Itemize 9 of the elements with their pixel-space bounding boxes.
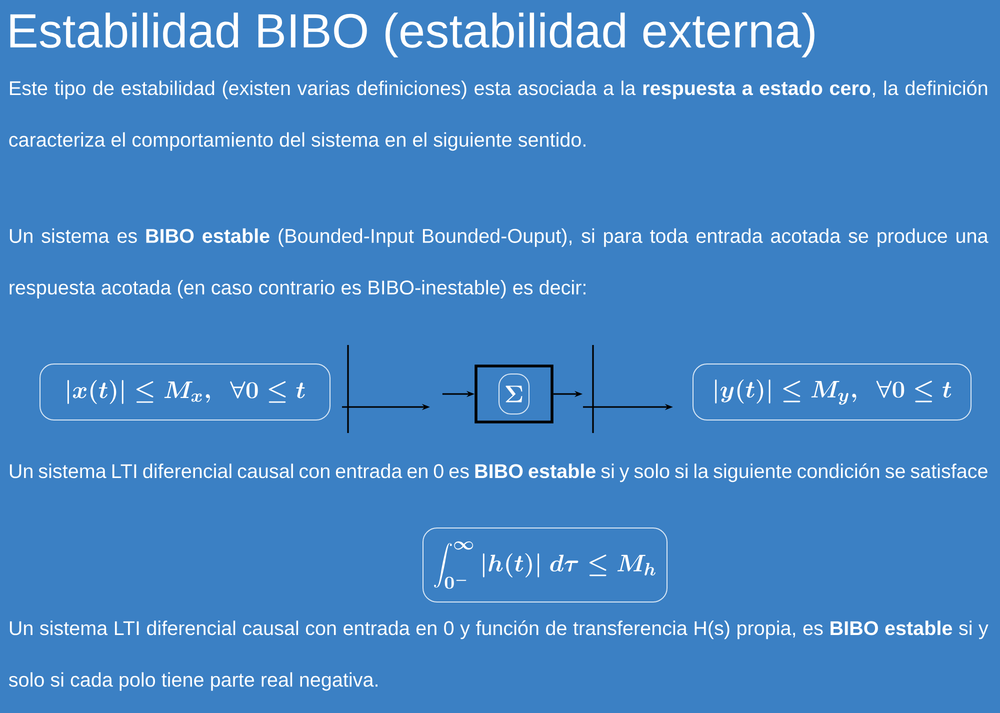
paragraph: Un sistema LTI diferencial causal con entrada en 0 y función de transferencia H(s) propia, es BIBO estable si y solo si cada polo tiene parte real negativa. xyxy=(8,620,988,691)
summing-block: $\Sigma$ xyxy=(474,364,554,424)
title: Estabilidad BIBO (estabilidad externa) xyxy=(10,12,814,58)
formula-box: $\int_{0^-}^{\infty} |h(t)|\ d\tau \leq M_h$ xyxy=(422,528,668,602)
formula-box: $|x(t)| \leq M_x,\ \ \forall 0 \leq t$ xyxy=(40,364,330,420)
paragraph: Un sistema es BIBO estable (Bounded-Input Bounded-Ouput), si para toda entrada acotada se produce una respuesta acotada (en caso contrario es BIBO-inestable) es decir: xyxy=(10,228,988,298)
formula-box: $|y(t)| \leq M_y,\ \ \forall 0 \leq t$ xyxy=(692,364,972,420)
paragraph: Un sistema LTI diferencial causal con entrada en 0 es BIBO estable si y solo si la siguiente condición se satisface xyxy=(10,463,988,482)
paragraph: Este tipo de estabilidad (existen varias definiciones) esta asociada a la respuesta a estado cero, la definición caracteriza el comportamiento del sistema en el siguiente sentido. xyxy=(9,80,988,151)
